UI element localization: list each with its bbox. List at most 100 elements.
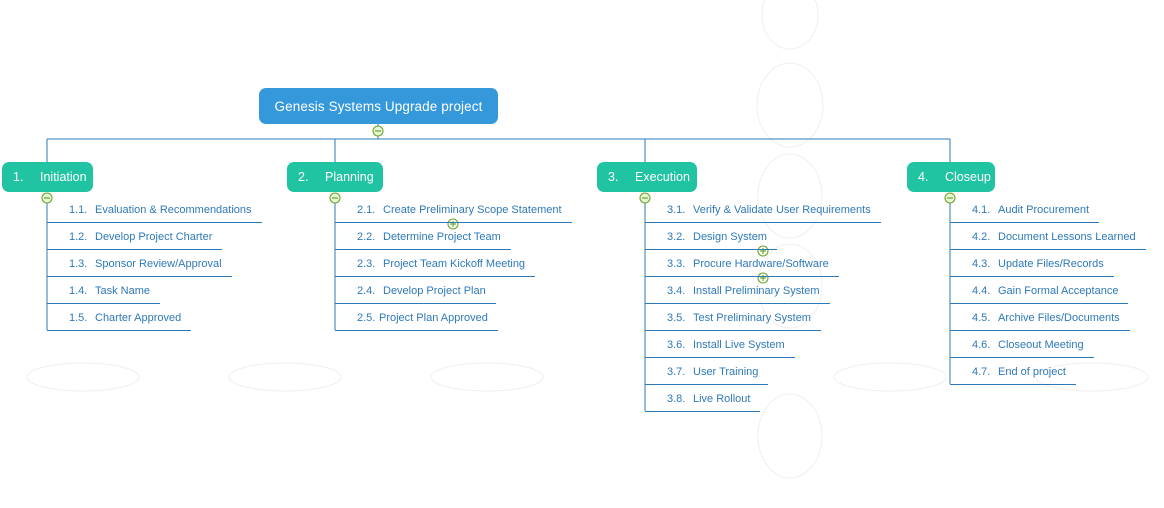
leaf-text[interactable]: 4.4.Gain Formal Acceptance — [950, 281, 1129, 304]
leaf-item[interactable]: 3.2.Design System — [645, 227, 881, 254]
leaf-text[interactable]: 1.2. Develop Project Charter — [47, 227, 223, 250]
leaf-item[interactable]: 3.5.Test Preliminary System — [645, 308, 881, 335]
leaf-number: 3.7. — [667, 366, 686, 378]
branch-label: Closeup — [945, 170, 991, 184]
leaf-label: Live Rollout — [693, 393, 751, 405]
leaf-text[interactable]: 3.1. Verify & Validate User Requirements — [645, 200, 881, 223]
branch-label: Initiation — [40, 170, 87, 184]
leaf-label: Procure Hardware/Software — [693, 258, 829, 270]
leaf-text[interactable]: 3.4. Install Preliminary System — [645, 281, 830, 304]
leaf-item[interactable]: 3.6. Install Live System — [645, 335, 881, 362]
leaf-item[interactable]: 2.5.Project Plan Approved — [335, 308, 572, 335]
leaf-label: End of project — [998, 366, 1066, 378]
leaf-number: 3.8. — [667, 393, 686, 405]
leaf-label: Develop Project Plan — [383, 285, 486, 297]
leaf-item[interactable]: 2.3.Project Team Kickoff Meeting — [335, 254, 572, 281]
leaf-number: 1.4. — [69, 285, 88, 297]
leaf-item[interactable]: 1.3. Sponsor Review/Approval — [47, 254, 262, 281]
leaf-number: 2.2. — [357, 231, 376, 243]
leaf-text[interactable]: 4.1.Audit Procurement — [950, 200, 1100, 223]
branch-node-execution[interactable]: 3. Execution — [597, 162, 697, 192]
leaf-number: 4.2. — [972, 231, 991, 243]
root-node[interactable]: Genesis Systems Upgrade project — [259, 88, 498, 124]
leaf-item[interactable]: 1.1.Evaluation & Recommendations — [47, 200, 262, 227]
leaf-number: 3.4. — [667, 285, 686, 297]
leaf-text[interactable]: 3.3. Procure Hardware/Software — [645, 254, 839, 277]
leaf-text[interactable]: 2.5.Project Plan Approved — [335, 308, 498, 331]
branch-number: 2. — [298, 170, 309, 184]
root-collapse-icon[interactable] — [372, 125, 384, 137]
leaf-number: 4.3. — [972, 258, 991, 270]
leaf-label: Gain Formal Acceptance — [998, 285, 1119, 297]
leaf-item[interactable]: 2.2. Determine Project Team — [335, 227, 572, 254]
leaf-number: 1.2. — [69, 231, 88, 243]
leaf-text[interactable]: 3.7. User Training — [645, 362, 769, 385]
leaf-text[interactable]: 3.5.Test Preliminary System — [645, 308, 821, 331]
leaf-item[interactable]: 4.4.Gain Formal Acceptance — [950, 281, 1146, 308]
leaf-label: Develop Project Charter — [95, 231, 213, 243]
leaf-text[interactable]: 2.2. Determine Project Team — [335, 227, 511, 250]
leaf-label: Install Preliminary System — [693, 285, 820, 297]
leaf-item[interactable]: 4.5.Archive Files/Documents — [950, 308, 1146, 335]
leaf-item[interactable]: 3.4. Install Preliminary System — [645, 281, 881, 308]
leaf-label: Verify & Validate User Requirements — [693, 204, 871, 216]
leaf-item[interactable]: 4.2.Document Lessons Learned — [950, 227, 1146, 254]
leaf-label: Determine Project Team — [383, 231, 501, 243]
leaf-number: 2.3. — [357, 258, 376, 270]
leaf-text[interactable]: 2.3.Project Team Kickoff Meeting — [335, 254, 536, 277]
leaf-number: 2.5. — [357, 312, 376, 324]
leaf-number: 1.3. — [69, 258, 88, 270]
leaf-number: 1.5. — [69, 312, 88, 324]
leaf-item[interactable]: 2.1. Create Preliminary Scope Statement — [335, 200, 572, 227]
leaf-number: 3.6. — [667, 339, 686, 351]
leaf-label: Design System — [693, 231, 767, 243]
leaf-label: Install Live System — [693, 339, 785, 351]
leaf-item[interactable]: 4.6.Closeout Meeting — [950, 335, 1146, 362]
leaf-item[interactable]: 1.2. Develop Project Charter — [47, 227, 262, 254]
leaf-group-closeup: 4.1.Audit Procurement 4.2.Document Lesson… — [950, 200, 1146, 389]
leaf-item[interactable]: 4.7.End of project — [950, 362, 1146, 389]
leaf-item[interactable]: 1.4. Task Name — [47, 281, 262, 308]
leaf-text[interactable]: 3.8. Live Rollout — [645, 389, 761, 412]
leaf-text[interactable]: 2.1. Create Preliminary Scope Statement — [335, 200, 572, 223]
leaf-text[interactable]: 4.5.Archive Files/Documents — [950, 308, 1130, 331]
leaf-item[interactable]: 3.1. Verify & Validate User Requirements — [645, 200, 881, 227]
leaf-item[interactable]: 3.3. Procure Hardware/Software — [645, 254, 881, 281]
leaf-label: User Training — [693, 366, 759, 378]
leaf-label: Audit Procurement — [998, 204, 1090, 216]
branch-node-initiation[interactable]: 1. Initiation — [2, 162, 93, 192]
leaf-item[interactable]: 1.5.Charter Approved — [47, 308, 262, 335]
leaf-number: 3.5. — [667, 312, 686, 324]
leaf-item[interactable]: 4.3.Update Files/Records — [950, 254, 1146, 281]
leaf-item[interactable]: 4.1.Audit Procurement — [950, 200, 1146, 227]
leaf-label: Create Preliminary Scope Statement — [383, 204, 562, 216]
leaf-text[interactable]: 4.3.Update Files/Records — [950, 254, 1114, 277]
leaf-item[interactable]: 3.7. User Training — [645, 362, 881, 389]
leaf-text[interactable]: 4.2.Document Lessons Learned — [950, 227, 1146, 250]
leaf-text[interactable]: 1.3. Sponsor Review/Approval — [47, 254, 232, 277]
leaf-text[interactable]: 3.6. Install Live System — [645, 335, 795, 358]
leaf-number: 2.1. — [357, 204, 376, 216]
leaf-label: Archive Files/Documents — [998, 312, 1120, 324]
leaf-label: Sponsor Review/Approval — [95, 258, 222, 270]
branch-label: Execution — [635, 170, 690, 184]
leaf-text[interactable]: 4.7.End of project — [950, 362, 1076, 385]
leaf-text[interactable]: 2.4.Develop Project Plan — [335, 281, 496, 304]
leaf-text[interactable]: 4.6.Closeout Meeting — [950, 335, 1094, 358]
branch-node-planning[interactable]: 2. Planning — [287, 162, 383, 192]
branch-number: 4. — [918, 170, 929, 184]
leaf-number: 1.1. — [69, 204, 88, 216]
leaf-text[interactable]: 1.4. Task Name — [47, 281, 161, 304]
leaf-item[interactable]: 2.4.Develop Project Plan — [335, 281, 572, 308]
leaf-text[interactable]: 3.2.Design System — [645, 227, 777, 250]
leaf-number: 3.3. — [667, 258, 686, 270]
leaf-text[interactable]: 1.1.Evaluation & Recommendations — [47, 200, 262, 223]
branch-node-closeup[interactable]: 4. Closeup — [907, 162, 995, 192]
leaf-text[interactable]: 1.5.Charter Approved — [47, 308, 192, 331]
leaf-number: 3.1. — [667, 204, 686, 216]
leaf-item[interactable]: 3.8. Live Rollout — [645, 389, 881, 416]
leaf-label: Closeout Meeting — [998, 339, 1084, 351]
leaf-label: Task Name — [95, 285, 151, 297]
